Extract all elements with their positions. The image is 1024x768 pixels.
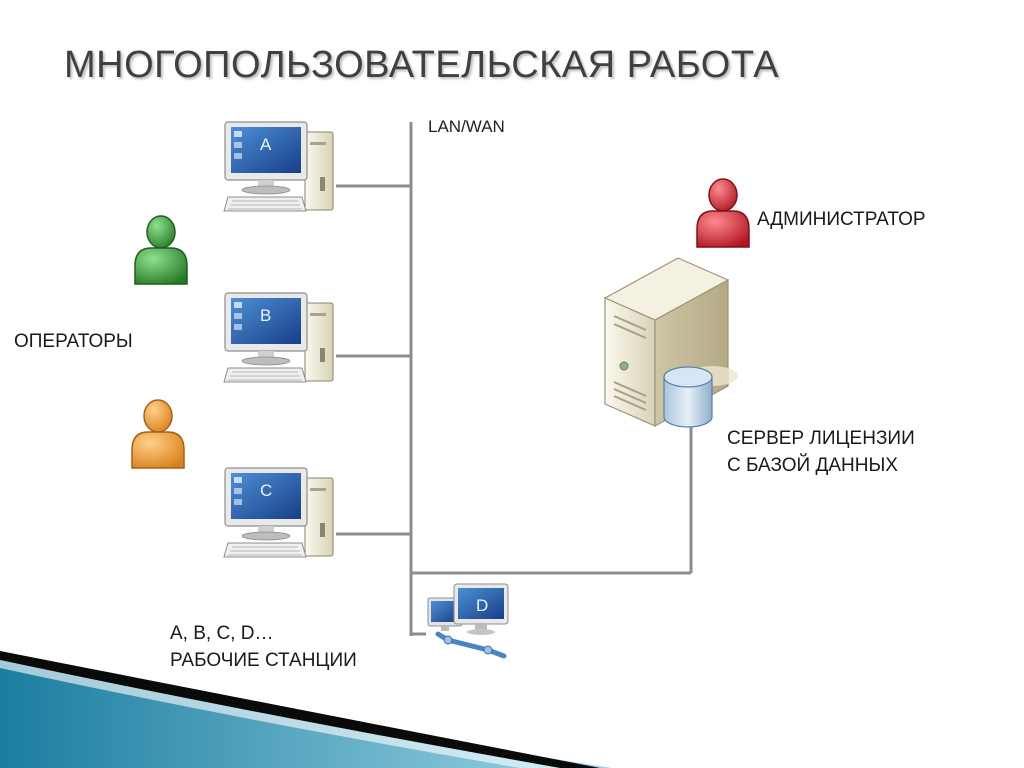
workstation-a-letter: A	[260, 135, 272, 154]
administrator-label: АДМИНИСТРАТОР	[757, 209, 926, 230]
operator-green-icon	[134, 215, 188, 285]
workstations-label-line-2: РАБОЧИЕ СТАНЦИИ	[170, 650, 357, 671]
workstations-label: A, B, C, D… РАБОЧИЕ СТАНЦИИ	[170, 620, 357, 674]
workstation-d-letter: D	[476, 596, 488, 615]
server-label: СЕРВЕР ЛИЦЕНЗИИ С БАЗОЙ ДАННЫХ	[727, 425, 915, 479]
workstation-a-icon: A	[223, 121, 334, 212]
page-title: МНОГОПОЛЬЗОВАТЕЛЬСКАЯ РАБОТА	[64, 44, 780, 86]
server-label-line-2: С БАЗОЙ ДАННЫХ	[727, 455, 898, 476]
administrator-icon	[696, 178, 750, 248]
database-icon	[663, 366, 713, 428]
network-label: LAN/WAN	[428, 117, 505, 136]
network-lines	[336, 122, 693, 636]
workstations-label-line-1: A, B, C, D…	[170, 623, 274, 644]
networked-computers-icon: D	[427, 583, 509, 659]
workstation-b-icon: B	[223, 292, 334, 383]
operators-label: ОПЕРАТОРЫ	[14, 331, 133, 352]
workstation-c-letter: C	[260, 481, 272, 500]
slide-decoration	[0, 651, 612, 768]
workstation-c-icon: C	[223, 467, 334, 558]
server-label-line-1: СЕРВЕР ЛИЦЕНЗИИ	[727, 428, 915, 449]
operator-orange-icon	[131, 399, 185, 469]
workstation-b-letter: B	[260, 306, 271, 325]
